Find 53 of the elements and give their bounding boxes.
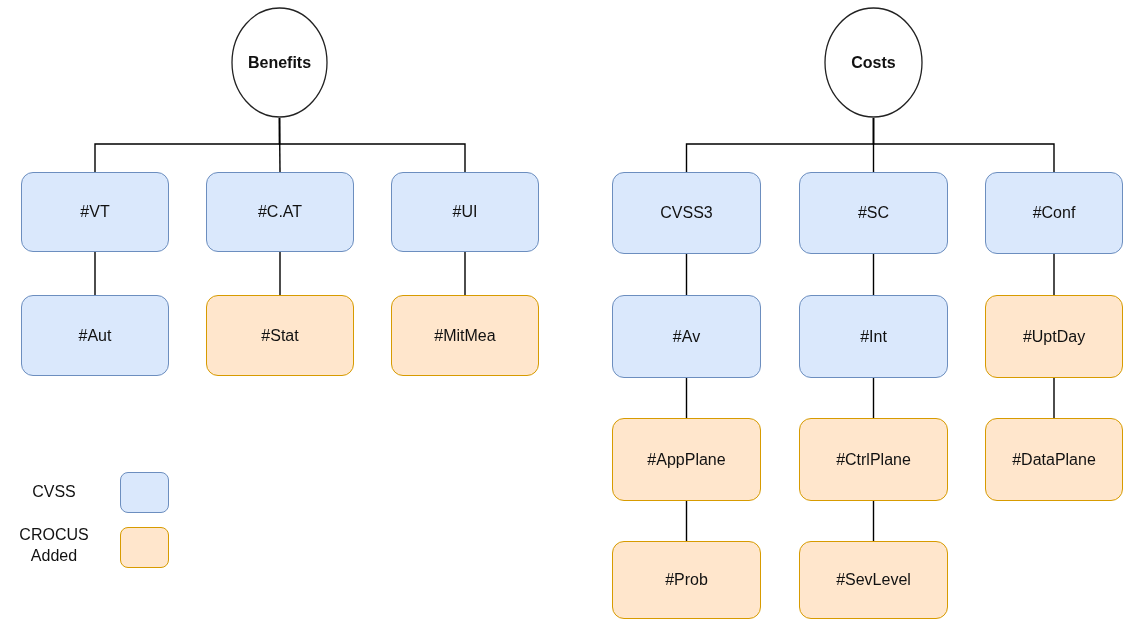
node-label: CVSS3 (660, 203, 713, 223)
process-box (21, 295, 169, 376)
process-box (612, 172, 761, 254)
node-label: #CtrlPlane (836, 449, 911, 470)
connector-line (872, 117, 1055, 173)
process-box (799, 295, 948, 378)
connector-line (94, 251, 96, 296)
connector-line (1053, 377, 1055, 419)
legend-label: CROCUS Added (18, 525, 90, 566)
connector-line (872, 377, 875, 419)
node-label: #Stat (261, 325, 299, 346)
node-label: #MitMea (434, 325, 496, 346)
connector-line (872, 253, 875, 296)
node-label: #VT (80, 202, 110, 222)
connector-line (685, 500, 688, 542)
node-label: #UI (452, 202, 478, 222)
node-label: #SevLevel (836, 570, 911, 590)
node-label: #Av (672, 326, 701, 347)
process-box (799, 418, 948, 501)
process-box (612, 295, 761, 378)
connector-line (685, 377, 688, 419)
node-label: Benefits (247, 52, 312, 73)
connector-line (1053, 253, 1055, 296)
connector-line (464, 251, 466, 296)
node-label: #UptDay (1022, 326, 1086, 347)
process-box (21, 172, 169, 252)
process-box (206, 172, 354, 252)
node-label: #Conf (1032, 203, 1076, 223)
category-circle (231, 7, 328, 118)
process-box (612, 418, 761, 501)
connector-line (278, 117, 466, 173)
node-label: #SC (857, 203, 890, 223)
process-box (799, 541, 948, 619)
connector-line (872, 500, 875, 542)
node-label: Costs (851, 52, 896, 73)
legend-label: CVSS (31, 482, 77, 502)
node-label: #Aut (78, 325, 112, 346)
connector-line (685, 253, 688, 296)
process-box (612, 541, 761, 619)
node-label: #Prob (665, 570, 708, 590)
process-box (799, 172, 948, 254)
category-circle (824, 7, 923, 118)
connector-line (279, 251, 281, 296)
node-label: #DataPlane (1012, 449, 1096, 470)
process-box (985, 172, 1123, 254)
node-label: #C.AT (257, 202, 303, 222)
process-box (985, 418, 1123, 501)
node-label: #Int (860, 326, 887, 347)
process-box (391, 172, 539, 252)
process-box (391, 295, 539, 376)
process-box (206, 295, 354, 376)
process-box (985, 295, 1123, 378)
node-label: #AppPlane (647, 449, 726, 470)
